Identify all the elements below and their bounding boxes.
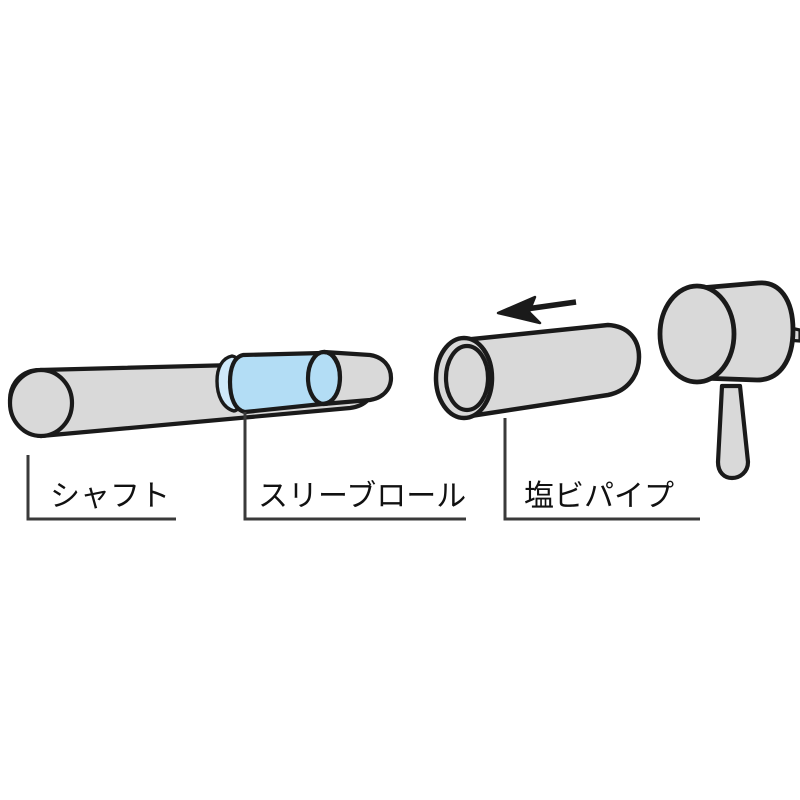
shaft-tail-body [320, 349, 394, 407]
arrow-head [496, 295, 542, 325]
callout-pvc-pipe: 塩ビパイプ [503, 418, 700, 521]
callout-pvc-pipe-label: 塩ビパイプ [524, 479, 674, 514]
part-shaft-tail [320, 349, 394, 407]
callout-shaft-label: シャフト [50, 479, 170, 514]
shaft-end-face [7, 367, 75, 439]
pvc-pipe-bore [443, 343, 491, 413]
part-pvc-pipe [433, 322, 642, 421]
callout-sleeve-roll-label: スリーブロール [258, 479, 466, 514]
mallet-handle [715, 383, 751, 481]
callout-shaft: シャフト [26, 455, 176, 521]
push-direction-arrow [496, 295, 577, 325]
callout-shaft-bracket [26, 455, 176, 521]
callout-sleeve-roll-bracket [243, 412, 466, 521]
callout-sleeve-roll: スリーブロール [243, 412, 466, 521]
mallet-striking-face [657, 283, 737, 385]
tool-mallet [657, 280, 800, 481]
callout-pvc-pipe-bracket [503, 418, 700, 521]
